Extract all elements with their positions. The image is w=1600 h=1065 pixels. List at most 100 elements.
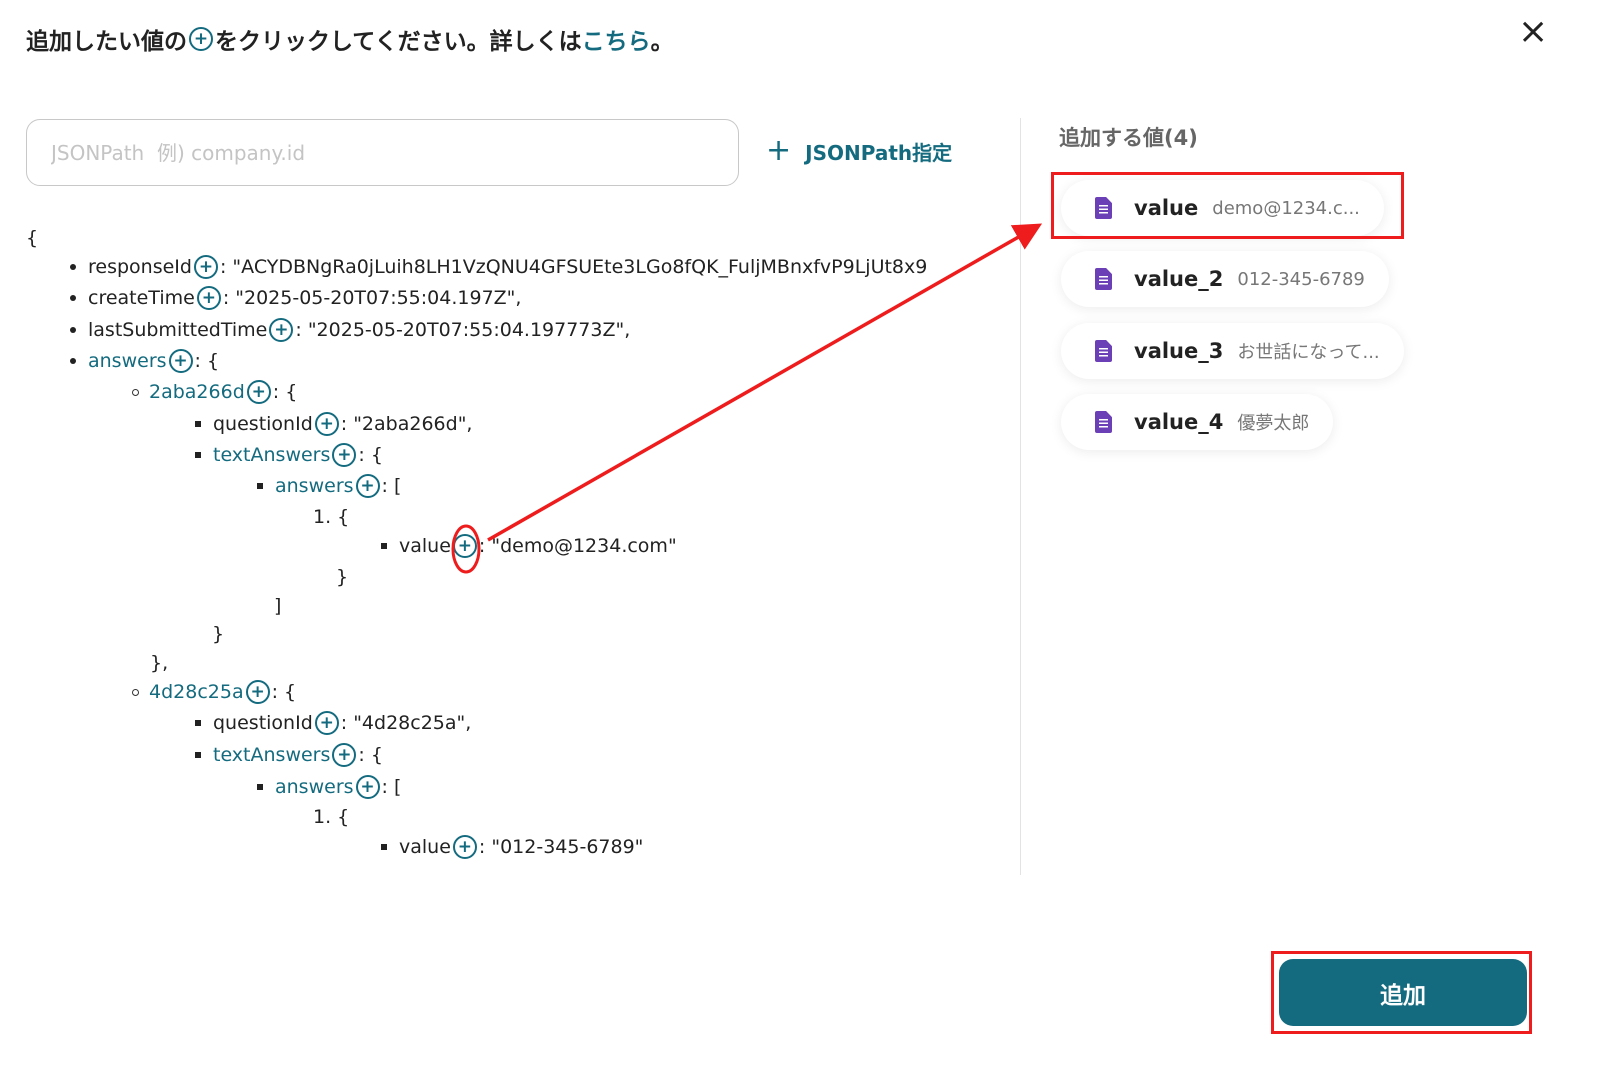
bullet-icon [381,543,387,549]
selected-value-chip[interactable]: value_3 お世話になって... [1061,323,1404,379]
node-value: : { [194,350,220,372]
tree-brace: } [336,566,349,588]
node-value: : "2025-05-20T07:55:04.197Z", [222,287,522,309]
instruction-part: をクリックしてください。詳しくは [215,29,582,55]
node-value: : [ [381,776,402,798]
bullet-icon [195,452,201,458]
add-button[interactable]: 追加 [1279,959,1527,1026]
chip-value: 012-345-6789 [1237,268,1365,290]
plus-icon: + [766,133,792,168]
bullet-icon [132,688,139,696]
jsonpath-specify-button[interactable]: + JSONPath指定 [766,136,952,166]
node-key: responseId [88,256,192,278]
node-key: questionId [213,413,313,435]
add-value-plus-icon[interactable]: + [168,349,193,373]
node-value: : "2025-05-20T07:55:04.197773Z", [295,319,631,341]
tree-node: textAnswers+: { [195,440,383,470]
tree-node: lastSubmittedTime+: "2025-05-20T07:55:04… [70,315,630,345]
tree-node: createTime+: "2025-05-20T07:55:04.197Z", [70,283,521,313]
help-link[interactable]: こちら [581,29,651,55]
chip-name: value_4 [1134,410,1224,434]
tree-brace: { [26,227,39,249]
node-key: value [399,836,451,858]
add-value-plus-icon[interactable]: + [332,443,357,467]
add-value-plus-icon[interactable]: + [314,711,339,735]
bullet-icon [195,720,201,726]
bullet-icon [70,264,76,270]
instruction-text: 追加したい値の + をクリックしてください。詳しくは こちら 。 [26,22,674,56]
add-value-plus-icon[interactable]: + [246,380,271,404]
tree-node: value+: "demo@1234.com" [381,531,677,561]
selected-value-chip[interactable]: value_2 012-345-6789 [1061,251,1389,307]
jsonpath-input[interactable] [26,119,739,186]
add-value-plus-icon[interactable]: + [355,775,380,799]
bullet-icon [70,295,76,301]
bullet-icon [70,358,76,364]
node-key-expandable[interactable]: textAnswers [213,444,331,466]
chip-value: お世話になって... [1237,342,1380,363]
close-icon[interactable]: × [1518,11,1549,52]
node-value: : "ACYDBNgRa0jLuih8LH1VzQNU4GFSUEte3LGo8… [219,256,928,278]
bullet-icon [195,752,201,758]
node-value: : { [358,444,383,466]
chip-name: value_2 [1134,267,1224,291]
jsonpath-specify-label: JSONPath指定 [805,140,953,165]
selected-values-title: 追加する値(4) [1059,126,1198,150]
add-value-plus-icon[interactable]: + [452,534,477,558]
add-value-plus-icon[interactable]: + [245,680,270,704]
divider [1020,118,1021,875]
node-key: value [399,535,451,557]
bullet-icon [70,327,76,333]
tree-node: value+: "012-345-6789" [381,832,643,862]
bullet-icon [257,483,263,489]
tree-node: 2aba266d+: { [132,377,297,407]
tree-node: questionId+: "2aba266d", [195,409,472,439]
node-key-expandable[interactable]: answers [88,350,167,372]
add-value-plus-icon[interactable]: + [314,412,339,436]
node-value: : { [271,681,297,703]
chip-value: demo@1234.c... [1212,197,1360,219]
node-value: : "4d28c25a", [340,712,472,734]
add-value-plus-icon[interactable]: + [196,286,221,310]
node-value: : { [272,381,298,403]
tree-node: answers+: { [70,346,219,376]
tree-node: 4d28c25a+: { [132,677,296,707]
add-value-plus-icon[interactable]: + [355,474,380,498]
google-forms-doc-icon [1095,340,1112,362]
add-value-plus-icon[interactable]: + [332,743,357,767]
node-value: : { [358,744,383,766]
add-value-plus-icon[interactable]: + [452,835,477,859]
add-value-plus-icon[interactable]: + [193,255,218,279]
bullet-icon [257,784,263,790]
bullet-icon [381,844,387,850]
node-value: : [ [381,475,402,497]
node-key: createTime [88,287,195,309]
tree-bracket: ] [274,595,282,617]
tree-node: textAnswers+: { [195,740,383,770]
node-key-expandable[interactable]: answers [275,776,354,798]
node-key-expandable[interactable]: 2aba266d [149,381,245,403]
node-key: lastSubmittedTime [88,319,268,341]
tree-node: responseId+: "ACYDBNgRa0jLuih8LH1VzQNU4G… [70,252,927,282]
annotation-highlight-box [1271,951,1532,1034]
chip-name: value_3 [1134,339,1224,363]
node-key-expandable[interactable]: 4d28c25a [149,681,244,703]
node-key-expandable[interactable]: answers [275,475,354,497]
json-tree: { responseId+: "ACYDBNgRa0jLuih8LH1VzQNU… [26,227,927,862]
google-forms-doc-icon [1095,411,1112,433]
node-value: : "012-345-6789" [478,836,644,858]
selected-value-chip[interactable]: value_4 優夢太郎 [1061,394,1334,450]
chip-name: value [1134,196,1199,220]
tree-brace: }, [150,652,169,674]
node-value: : "demo@1234.com" [478,535,677,557]
tree-node: answers+: [ [257,772,401,802]
chip-value: 優夢太郎 [1237,413,1310,434]
node-key: questionId [213,712,313,734]
annotation-highlight-box [1051,172,1404,239]
selected-value-chip[interactable]: value demo@1234.c... [1061,180,1384,236]
tree-index: 1. { [313,806,350,828]
tree-node: questionId+: "4d28c25a", [195,708,471,738]
node-key-expandable[interactable]: textAnswers [213,744,331,766]
tree-brace: } [212,623,225,645]
add-value-plus-icon[interactable]: + [269,318,294,342]
